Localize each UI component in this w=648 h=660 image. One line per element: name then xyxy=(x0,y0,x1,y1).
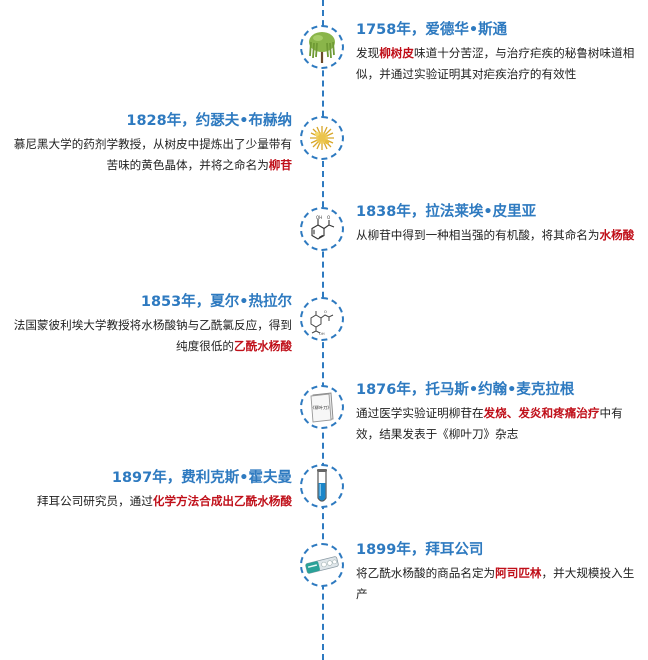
event-desc: 将乙酰水杨酸的商品名定为阿司匹林，并大规模投入生产 xyxy=(356,566,635,601)
test-tube-icon xyxy=(300,464,344,508)
event-1899: 1899年，拜耳公司 将乙酰水杨酸的商品名定为阿司匹林，并大规模投入生产 xyxy=(356,540,642,605)
event-desc: 慕尼黑大学的药剂学教授，从树皮中提炼出了少量带有苦味的黄色晶体，并将之命名为柳苷 xyxy=(13,137,292,172)
event-title: 1828年，约瑟夫•布赫纳 xyxy=(126,113,292,129)
event-1838: 1838年，拉法莱埃•皮里亚 从柳苷中得到一种相当强的有机酸，将其命名为水杨酸 xyxy=(356,202,642,246)
svg-text:O: O xyxy=(327,215,330,220)
event-title: 1758年，爱德华•斯通 xyxy=(356,22,508,38)
event-1876: 1876年，托马斯•约翰•麦克拉根 通过医学实验证明柳苷在发烧、发炎和疼痛治疗中… xyxy=(356,380,642,445)
salicylic-acid-structure-icon: OH O xyxy=(300,207,344,251)
event-desc: 通过医学实验证明柳苷在发烧、发炎和疼痛治疗中有效，结果发表于《柳叶刀》杂志 xyxy=(356,406,623,441)
lancet-journal-icon: 《柳叶刀》 xyxy=(300,385,344,429)
svg-text:OH: OH xyxy=(319,332,325,336)
journal-cover-label: 《柳叶刀》 xyxy=(311,404,332,411)
yellow-crystal-icon xyxy=(300,116,344,160)
event-1758: 1758年，爱德华•斯通 发现柳树皮味道十分苦涩，与治疗疟疾的秘鲁树味道相似，并… xyxy=(356,20,642,85)
event-title: 1853年，夏尔•热拉尔 xyxy=(140,294,292,310)
acetylsalicylic-acid-structure-icon: O OH xyxy=(300,297,344,341)
event-desc: 法国蒙彼利埃大学教授将水杨酸钠与乙酰氯反应，得到纯度很低的乙酰水杨酸 xyxy=(13,318,292,353)
aspirin-blister-pack-icon xyxy=(300,543,344,587)
svg-text:O: O xyxy=(324,310,327,314)
event-1897: 1897年，费利克斯•霍夫曼 拜耳公司研究员，通过化学方法合成出乙酰水杨酸 xyxy=(6,468,292,512)
event-title: 1899年，拜耳公司 xyxy=(356,542,484,558)
event-desc: 从柳苷中得到一种相当强的有机酸，将其命名为水杨酸 xyxy=(356,228,635,242)
svg-text:OH: OH xyxy=(316,215,322,220)
willow-tree-icon xyxy=(300,25,344,69)
event-1853: 1853年，夏尔•热拉尔 法国蒙彼利埃大学教授将水杨酸钠与乙酰氯反应，得到纯度很… xyxy=(6,292,292,357)
event-desc: 拜耳公司研究员，通过化学方法合成出乙酰水杨酸 xyxy=(36,494,292,508)
event-desc: 发现柳树皮味道十分苦涩，与治疗疟疾的秘鲁树味道相似，并通过实验证明其对疟疾治疗的… xyxy=(356,46,635,81)
event-title: 1838年，拉法莱埃•皮里亚 xyxy=(356,204,537,220)
event-1828: 1828年，约瑟夫•布赫纳 慕尼黑大学的药剂学教授，从树皮中提炼出了少量带有苦味… xyxy=(6,111,292,176)
event-title: 1897年，费利克斯•霍夫曼 xyxy=(111,470,292,486)
event-title: 1876年，托马斯•约翰•麦克拉根 xyxy=(356,382,575,398)
